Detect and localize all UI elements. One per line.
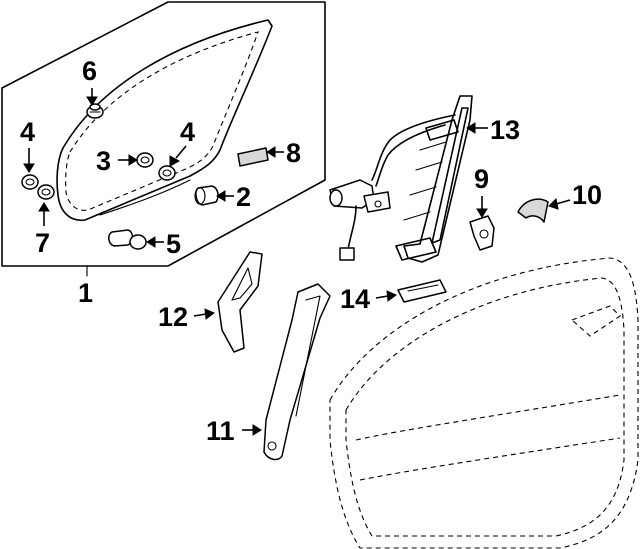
part-3-spacer: [136, 152, 154, 168]
door-shell: [329, 257, 639, 549]
callout-8: 8: [286, 138, 301, 168]
part-12-bracket: [217, 251, 263, 353]
callout-5: 5: [166, 229, 181, 259]
callout-13: 13: [490, 115, 520, 145]
door-glass: [56, 19, 273, 221]
part-9-bracket: [469, 215, 495, 251]
callout-4-right: 4: [180, 117, 195, 147]
part-5-bolt: [108, 229, 147, 250]
part-2-bushing: [194, 185, 219, 206]
part-11-channel: [263, 283, 331, 461]
part-8-label: [237, 147, 269, 167]
part-4-nut-right: [158, 165, 176, 181]
window-regulator: [329, 95, 473, 263]
glass-assembly-box: [1, 1, 326, 277]
part-14-molding: [397, 279, 447, 303]
callout-14: 14: [340, 284, 370, 314]
callout-2: 2: [236, 182, 251, 212]
callout-3: 3: [96, 146, 111, 176]
part-10-clip: [517, 198, 549, 223]
callout-10: 10: [572, 180, 602, 210]
callout-4-left: 4: [20, 117, 35, 147]
part-6-clip: [86, 103, 104, 119]
part-4-nut-left: [21, 174, 39, 190]
callout-1: 1: [78, 278, 93, 308]
callout-11: 11: [206, 416, 235, 446]
callout-12: 12: [158, 302, 188, 332]
callout-9: 9: [474, 164, 489, 194]
callout-labels: 1 2 3 4 4 5 6 7 8 9 10 11 12 13 14: [20, 56, 602, 446]
callout-7: 7: [35, 228, 50, 258]
part-7-spacer: [37, 184, 55, 200]
callout-arrows: [23, 88, 571, 436]
callout-6: 6: [82, 56, 97, 86]
